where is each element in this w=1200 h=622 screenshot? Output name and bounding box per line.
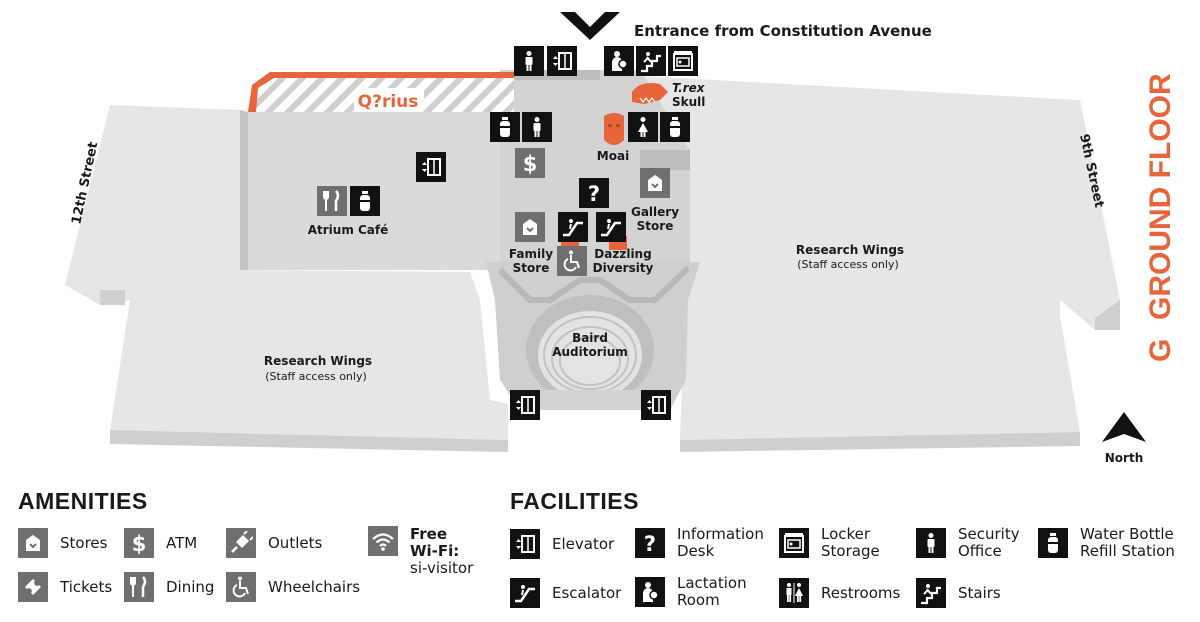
elevator-icon	[547, 46, 577, 76]
elevator-icon	[641, 390, 671, 420]
legend-wheelchairs: Wheelchairs	[226, 572, 360, 602]
qrius-logo: Q?rius	[354, 88, 424, 112]
north-arrow: North	[1102, 412, 1146, 465]
floor-title: GROUND FLOOR	[1144, 73, 1177, 320]
locker-icon	[668, 46, 698, 76]
floor-letter: G	[1144, 339, 1177, 362]
stores-icon	[640, 168, 670, 198]
restroom-icon	[522, 112, 552, 142]
legend-dining: Dining	[124, 572, 214, 602]
atm-icon	[124, 528, 154, 558]
moai-icon	[604, 113, 624, 145]
water-bottle-icon	[660, 112, 690, 142]
dining-icon	[317, 186, 347, 216]
research-wings-left-title: Research Wings	[264, 354, 372, 368]
locker-icon	[779, 528, 809, 558]
legend-restrooms: Restrooms	[779, 578, 900, 608]
escalator-icon	[558, 212, 588, 242]
security-icon	[916, 528, 946, 558]
atrium-cafe-label: Atrium Café	[308, 223, 389, 237]
water-bottle-icon	[1038, 528, 1068, 558]
dazzling-label-1: Dazzling	[594, 247, 651, 261]
amenities-legend: AMENITIES Stores ATM Outlets Free Wi-Fi:…	[18, 488, 488, 622]
facilities-legend: FACILITIES Elevator Escalator Informatio…	[510, 488, 1190, 622]
legend-stairs: Stairs	[916, 578, 1001, 608]
amenities-heading: AMENITIES	[18, 488, 148, 514]
dazzling-label-2: Diversity	[593, 261, 654, 275]
baird-label-1: Baird	[572, 331, 608, 345]
map-icons	[317, 46, 698, 420]
dining-icon	[124, 572, 154, 602]
water-bottle-icon	[490, 112, 520, 142]
legend-stores: Stores	[18, 528, 107, 558]
floor-map: $ ? Entrance from Constitution Avenue	[65, 12, 1177, 465]
entrance-arrow	[560, 12, 620, 40]
north-label: North	[1105, 451, 1143, 465]
legend-atm: ATM	[124, 528, 197, 558]
wifi-icon	[368, 526, 398, 556]
restroom-icon	[628, 112, 658, 142]
elevator-icon	[416, 152, 446, 182]
research-wings-right-sub: (Staff access only)	[797, 258, 899, 271]
family-store-label-2: Store	[513, 261, 550, 275]
legend-elevator: Elevator	[510, 529, 614, 559]
restroom-icon	[779, 578, 809, 608]
escalator-icon	[596, 212, 626, 242]
ticket-icon	[18, 572, 48, 602]
stores-icon	[515, 212, 545, 242]
escalator-icon	[510, 578, 540, 608]
legend-outlets: Outlets	[226, 528, 322, 558]
stairs-icon	[916, 578, 946, 608]
family-store-label-1: Family	[509, 247, 553, 261]
trex-skull-icon	[632, 83, 668, 104]
facilities-heading: FACILITIES	[510, 488, 639, 514]
legend-wifi: Free Wi-Fi: si-visitor	[368, 526, 473, 577]
stairs-icon	[636, 46, 666, 76]
trex-label-1: T.rex	[672, 81, 706, 95]
information-icon	[579, 178, 609, 208]
wheelchairs-icon	[557, 246, 587, 276]
entrance-label: Entrance from Constitution Avenue	[634, 22, 932, 40]
outlet-icon	[226, 528, 256, 558]
research-wings-left-sub: (Staff access only)	[265, 370, 367, 383]
qrius-label: Q?rius	[358, 92, 419, 112]
gallery-store-label-2: Store	[637, 219, 674, 233]
lactation-icon	[604, 46, 634, 76]
elevator-icon	[510, 390, 540, 420]
stores-icon	[18, 528, 48, 558]
legend-escalator: Escalator	[510, 578, 621, 608]
legend-tickets: Tickets	[18, 572, 112, 602]
wheelchair-icon	[226, 572, 256, 602]
gallery-store-label-1: Gallery	[631, 205, 679, 219]
research-wings-right-title: Research Wings	[796, 243, 904, 257]
moai-label: Moai	[597, 149, 629, 163]
water-bottle-icon	[350, 186, 380, 216]
information-icon	[635, 528, 665, 558]
baird-label-2: Auditorium	[552, 345, 628, 359]
trex-label-2: Skull	[672, 95, 705, 109]
lactation-icon	[635, 577, 665, 607]
security-icon	[514, 46, 544, 76]
atm-icon	[515, 148, 545, 178]
elevator-icon	[510, 529, 540, 559]
